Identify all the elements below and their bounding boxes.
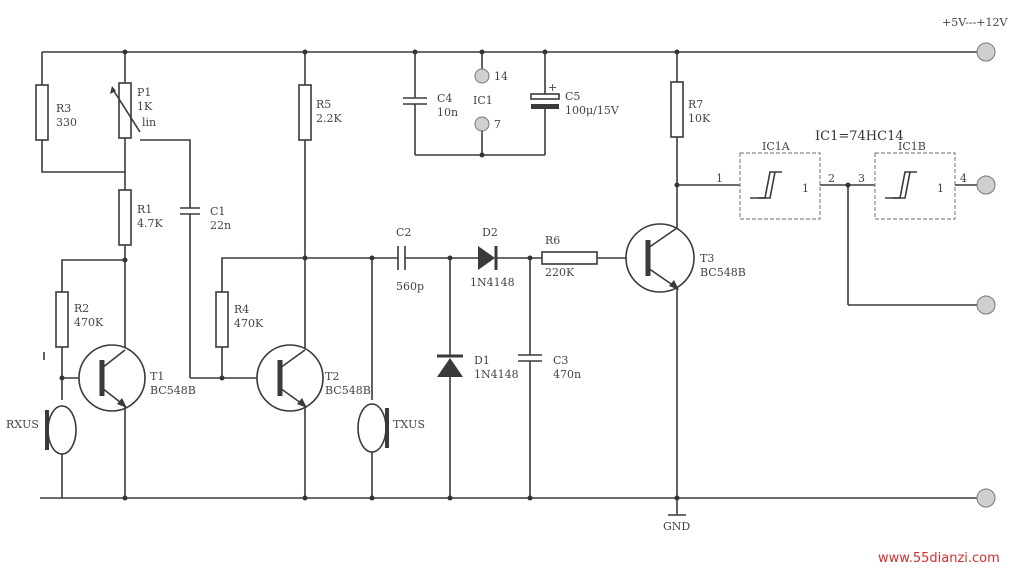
svg-text:+: + <box>548 81 557 94</box>
rxus-transducer <box>47 405 77 455</box>
t1-transistor <box>78 344 146 412</box>
txus-label: TXUS <box>393 418 425 431</box>
r4-value: 470K <box>234 317 264 330</box>
d2-diode <box>478 246 495 270</box>
t3-name: T3 <box>700 252 714 265</box>
c4-name: C4 <box>437 92 452 105</box>
r7-resistor <box>670 81 684 138</box>
output-terminal-2 <box>976 295 996 315</box>
ic1-name: IC1 <box>473 94 493 107</box>
r1-name: R1 <box>137 203 152 216</box>
r2-resistor <box>55 291 69 348</box>
t2-name: T2 <box>325 370 339 383</box>
gnd-label: GND <box>663 520 690 533</box>
ic1a-pin-in: 1 <box>716 172 723 185</box>
d2-name: D2 <box>482 226 498 239</box>
c1-value: 22n <box>210 219 231 232</box>
watermark: www.55dianzi.com <box>878 551 1000 566</box>
r5-value: 2.2K <box>316 112 342 125</box>
ground-terminal <box>976 488 996 508</box>
ic1a-pin-out: 2 <box>828 172 835 185</box>
output-terminal-1 <box>976 175 996 195</box>
r5-name: R5 <box>316 98 331 111</box>
r3-resistor <box>35 84 49 141</box>
ic1-pin14-pad <box>474 68 490 84</box>
r1-value: 4.7K <box>137 217 163 230</box>
ic1a-gate-label: 1 <box>802 182 809 195</box>
ic1-pin7-pad <box>474 116 490 132</box>
ic1-pin14: 14 <box>494 70 508 83</box>
rxus-label: RXUS <box>6 418 39 431</box>
c1-name: C1 <box>210 205 225 218</box>
ic1b-pin-out: 4 <box>960 172 967 185</box>
ic1-pin7: 7 <box>494 118 501 131</box>
supply-label: +5V---+12V <box>942 16 1009 29</box>
r3-value: 330 <box>56 116 77 129</box>
d1-name: D1 <box>474 354 490 367</box>
t1-name: T1 <box>150 370 164 383</box>
p1-potentiometer <box>118 82 132 139</box>
ic-note: IC1=74HC14 <box>815 129 904 144</box>
d1-diode <box>437 358 463 377</box>
c5-value: 100μ/15V <box>565 104 620 117</box>
t2-transistor <box>256 344 324 412</box>
t3-value: BC548B <box>700 266 746 279</box>
txus-transducer <box>357 403 387 453</box>
t2-value: BC548B <box>325 384 371 397</box>
r2-name: R2 <box>74 302 89 315</box>
r7-value: 10K <box>688 112 711 125</box>
r6-value: 220K <box>545 266 575 279</box>
r1-resistor <box>118 189 132 246</box>
c3-name: C3 <box>553 354 568 367</box>
c4-value: 10n <box>437 106 458 119</box>
c5-name: C5 <box>565 90 580 103</box>
ic1a-gate <box>739 152 821 220</box>
c3-value: 470n <box>553 368 581 381</box>
c2-value: 560p <box>396 280 424 293</box>
p1-value: 1K <box>137 100 153 113</box>
r5-resistor <box>298 84 312 141</box>
ic1b-gate-label: 1 <box>937 182 944 195</box>
p1-extra: lin <box>142 116 156 129</box>
r7-name: R7 <box>688 98 703 111</box>
r4-resistor <box>215 291 229 348</box>
ic1b-name: IC1B <box>898 140 926 153</box>
ic1a-name: IC1A <box>762 140 791 153</box>
r6-name: R6 <box>545 234 560 247</box>
ic1b-pin-in: 3 <box>858 172 865 185</box>
r4-name: R4 <box>234 303 249 316</box>
supply-terminal <box>976 42 996 62</box>
d2-value: 1N4148 <box>470 276 515 289</box>
ic1b-gate <box>874 152 956 220</box>
r6-resistor <box>541 251 598 265</box>
d1-value: 1N4148 <box>474 368 519 381</box>
p1-name: P1 <box>137 86 151 99</box>
t3-transistor <box>625 223 695 293</box>
t1-value: BC548B <box>150 384 196 397</box>
c2-name: C2 <box>396 226 411 239</box>
r3-name: R3 <box>56 102 71 115</box>
r2-value: 470K <box>74 316 104 329</box>
